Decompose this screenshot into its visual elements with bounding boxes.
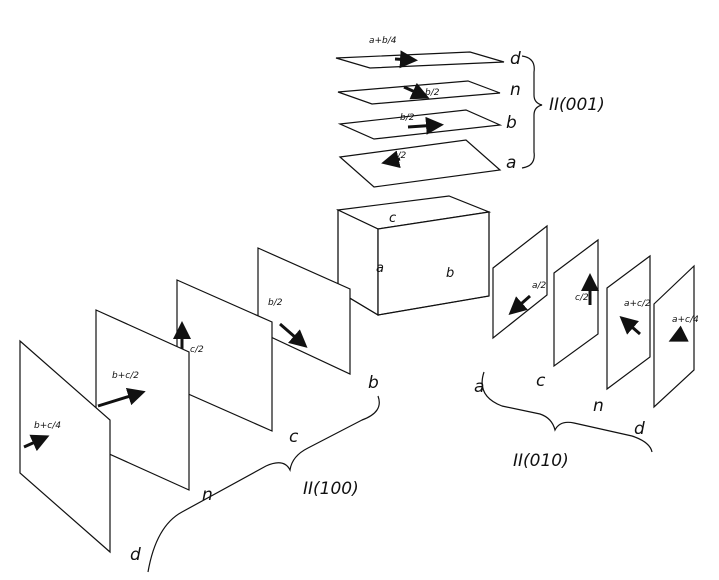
brace-100 [147, 395, 380, 573]
plane-010-c-translation: c/2 [575, 293, 589, 303]
plane-100-b-translation: b/2 [268, 298, 283, 308]
brace-001 [521, 55, 543, 169]
plane-001-d: a+b/4 d [335, 36, 521, 69]
plane-010-a: a/2 a [474, 224, 548, 397]
plane-010-n-translation: a+c/2 [624, 299, 651, 309]
plane-010-d-label: d [634, 419, 645, 439]
group-label-001: II(001) [549, 95, 605, 115]
group-label-100: II(100) [303, 479, 359, 499]
plane-010-d: a+c/4 d [634, 264, 699, 439]
cell-axis-a: a [376, 261, 384, 276]
plane-100-n-label: n [202, 485, 213, 505]
plane-001-n: a+b/2 n [337, 80, 521, 105]
group-label-010: II(010) [513, 451, 569, 471]
plane-100-d: b+c/4 d [19, 339, 141, 565]
plane-010-n: a+c/2 n [593, 254, 651, 416]
plane-001-b-label: b [506, 113, 517, 133]
plane-010-c-label: c [536, 371, 546, 391]
plane-001-n-translation: a+b/2 [412, 88, 440, 98]
plane-001-b: b/2 b [337, 109, 517, 140]
plane-100-d-label: d [130, 545, 141, 565]
planes-010-group: a/2 a c/2 c a+c/2 n a+c/4 d II(010) [474, 224, 699, 471]
planes-100-group: b/2 b c/2 c b+c/2 n b+c/4 d II(100) [19, 247, 380, 573]
plane-001-n-label: n [510, 80, 521, 100]
plane-001-a-translation: a/2 [392, 151, 407, 161]
plane-100-c-translation: c/2 [190, 345, 204, 355]
plane-100-n-translation: b+c/2 [112, 371, 139, 381]
plane-010-n-label: n [593, 396, 604, 416]
plane-010-a-translation: a/2 [532, 281, 547, 291]
cell-axis-c: c [389, 211, 396, 226]
plane-001-a: a/2 a [338, 139, 516, 188]
plane-100-c-label: c [289, 427, 299, 447]
plane-100-n: b+c/2 n [95, 309, 213, 505]
brace-010 [481, 371, 653, 453]
plane-010-d-translation: a+c/4 [672, 315, 699, 325]
unit-cell: c a b [335, 195, 492, 317]
plane-010-c: c/2 c [536, 238, 599, 391]
plane-001-d-label: d [510, 49, 521, 69]
plane-100-d-translation: b+c/4 [34, 421, 61, 431]
plane-001-a-label: a [506, 153, 516, 173]
plane-100-b: b/2 b [257, 247, 379, 393]
plane-001-d-translation: a+b/4 [369, 36, 397, 46]
planes-001-group: a+b/4 d a+b/2 n b/2 b a/2 a II(001) [335, 36, 605, 188]
cell-axis-b: b [446, 266, 454, 281]
plane-100-b-label: b [368, 373, 379, 393]
plane-001-b-translation: b/2 [400, 113, 415, 123]
plane-010-a-label: a [474, 377, 484, 397]
